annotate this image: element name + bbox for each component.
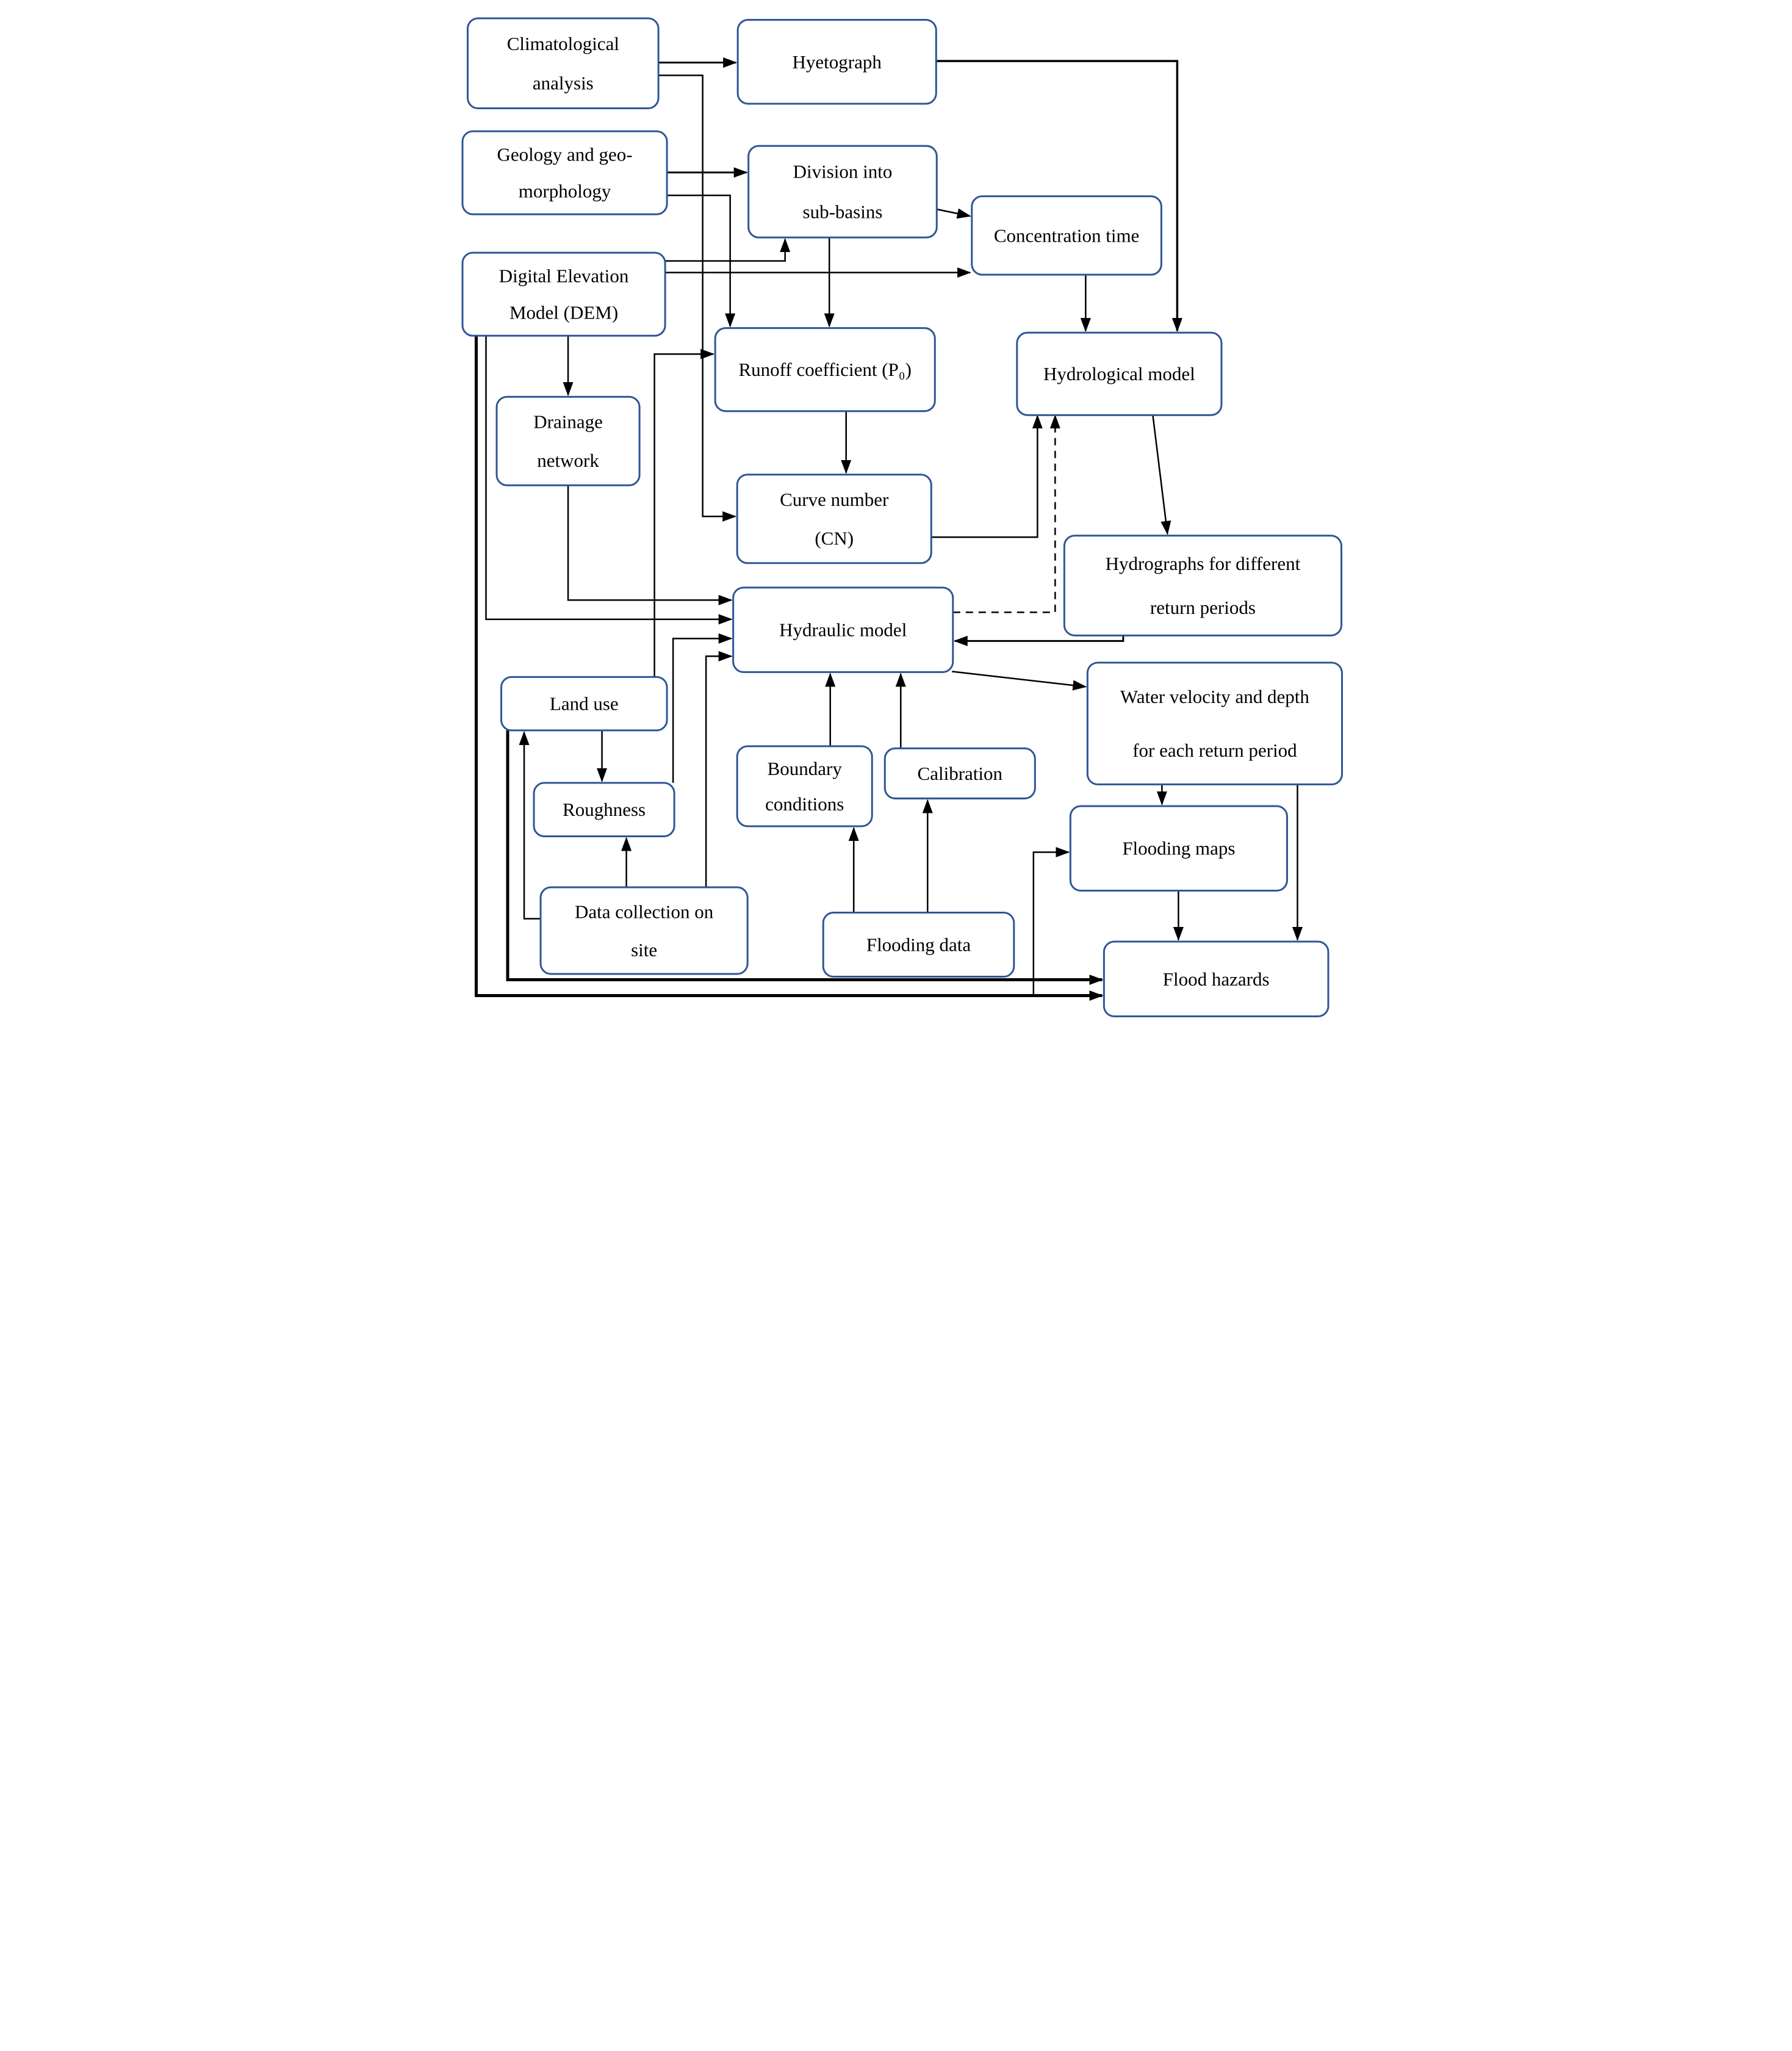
- water-velocity-depth-label-line-0: Water velocity and depth: [1120, 686, 1309, 707]
- water-velocity-depth-label-line-1: for each return period: [1132, 740, 1297, 761]
- hydrographs-label-line-0: Hydrographs for different: [1106, 553, 1301, 574]
- node-hydrological-model: Hydrological model: [1016, 331, 1223, 416]
- calibration-label-line-0: Calibration: [918, 763, 1003, 784]
- division-sub-basins-box: [747, 145, 938, 239]
- hydrographs-label-line-1: return periods: [1150, 597, 1256, 618]
- water-velocity-depth-box: [1086, 661, 1343, 785]
- node-water-velocity-depth: Water velocity and depth for each return …: [1086, 661, 1343, 785]
- concentration-time-box: [971, 195, 1162, 276]
- roughness-box: [533, 782, 675, 837]
- hydrographs-box: [1063, 535, 1342, 636]
- edge-hydraulic-to-hydrological-feedback: [952, 414, 1060, 613]
- edge-datacollection-to-landuse: [519, 730, 541, 920]
- land-use-label-line-0: Land use: [550, 693, 619, 715]
- geology-geomorphology-label-line-0: Geology and geo-: [497, 144, 633, 165]
- edge-landuse-to-runoff: [653, 348, 715, 677]
- edge-climatological-to-curve-number: [658, 74, 737, 522]
- edge-hydrological-to-hydrographs: [1152, 415, 1171, 535]
- flood-hazards-box: [1103, 940, 1330, 1018]
- node-hydraulic-model: Hydraulic model: [732, 586, 954, 673]
- node-division-sub-basins: Division into sub-basins: [747, 145, 938, 239]
- curve-number-label-line-1: (CN): [815, 528, 854, 549]
- roughness-label-line-0: Roughness: [563, 799, 646, 820]
- node-hyetograph: Hyetograph: [736, 19, 937, 105]
- edges-layer: [475, 57, 1303, 1001]
- climatological-analysis-box: [467, 17, 660, 110]
- node-land-use: Land use: [500, 676, 668, 732]
- node-flooding-maps: Flooding maps: [1069, 805, 1288, 892]
- node-drainage-network: Drainage network: [495, 395, 641, 486]
- boundary-conditions-box: [736, 745, 873, 827]
- hydrological-model-box: [1016, 331, 1223, 416]
- runoff-coefficient-box: [714, 327, 936, 413]
- edge-curve-to-hydrological: [931, 414, 1043, 538]
- hydrological-model-label-line-0: Hydrological model: [1043, 363, 1195, 384]
- drainage-network-box: [495, 395, 641, 486]
- division-sub-basins-label-line-1: sub-basins: [803, 201, 883, 223]
- node-runoff-coefficient: Runoff coefficient (P₀): [714, 327, 936, 413]
- curve-number-label-line-0: Curve number: [780, 489, 889, 510]
- division-sub-basins-label-line-0: Division into: [793, 161, 893, 182]
- edge-dem-to-division: [665, 238, 791, 262]
- edge-dem-to-hydraulic: [485, 336, 733, 625]
- boundary-conditions-label-line-1: conditions: [765, 793, 844, 815]
- node-flooding-data: Flooding data: [822, 911, 1015, 978]
- hydraulic-model-label-line-0: Hydraulic model: [779, 619, 907, 641]
- nodes-layer: Climatological analysis HyetographGeology …: [461, 17, 1343, 1018]
- land-use-box: [500, 676, 668, 732]
- edge-datacollection-to-hydraulic: [705, 651, 733, 887]
- hyetograph-box: [736, 19, 937, 105]
- digital-elevation-model-label-line-1: Model (DEM): [509, 302, 618, 323]
- node-flood-hazards: Flood hazards: [1103, 940, 1330, 1018]
- flooding-maps-label-line-0: Flooding maps: [1122, 838, 1235, 859]
- flood-hazards-label-line-0: Flood hazards: [1163, 968, 1270, 990]
- climatological-analysis-label-line-1: analysis: [533, 73, 594, 94]
- drainage-network-label-line-1: network: [537, 450, 599, 471]
- data-collection-on-site-label-line-0: Data collection on: [575, 901, 714, 922]
- node-hydrographs: Hydrographs for different return periods: [1063, 535, 1342, 636]
- edge-dem-to-floodhazards: [475, 336, 1104, 1001]
- flood-methodology-flowchart: Climatological analysis HyetographGeology …: [448, 0, 1344, 1026]
- hydraulic-model-box: [732, 586, 954, 673]
- digital-elevation-model-label-line-0: Digital Elevation: [499, 265, 629, 287]
- climatological-analysis-label-line-0: Climatological: [507, 33, 619, 54]
- node-curve-number: Curve number (CN): [736, 474, 932, 564]
- drainage-network-label-line-0: Drainage: [533, 411, 603, 432]
- data-collection-on-site-box: [539, 886, 749, 975]
- geology-geomorphology-label-line-1: morphology: [519, 181, 611, 202]
- node-boundary-conditions: Boundary conditions: [736, 745, 873, 827]
- node-data-collection-on-site: Data collection on site: [539, 886, 749, 975]
- edge-hydraulic-to-water-velocity: [952, 671, 1087, 691]
- node-roughness: Roughness: [533, 782, 675, 837]
- edge-geology-to-runoff: [667, 194, 736, 328]
- runoff-coefficient-label-line-0: Runoff coefficient (P₀): [739, 359, 912, 380]
- digital-elevation-model-box: [461, 251, 666, 337]
- node-calibration: Calibration: [883, 747, 1036, 799]
- node-geology-geomorphology: Geology and geo-morphology: [461, 130, 668, 215]
- node-climatological-analysis: Climatological analysis: [467, 17, 660, 110]
- edge-hyetograph-to-hydrological: [936, 60, 1182, 333]
- concentration-time-label-line-0: Concentration time: [994, 225, 1139, 246]
- hyetograph-label-line-0: Hyetograph: [793, 51, 882, 73]
- edge-drainage-to-hydraulic: [567, 485, 733, 605]
- edge-roughness-to-hydraulic: [672, 633, 733, 783]
- flooding-data-label-line-0: Flooding data: [866, 934, 971, 956]
- curve-number-box: [736, 474, 932, 564]
- flooding-data-box: [822, 911, 1015, 978]
- edge-landuse-to-floodhazards: [506, 730, 1104, 986]
- boundary-conditions-label-line-0: Boundary: [768, 758, 843, 779]
- node-concentration-time: Concentration time: [971, 195, 1162, 276]
- edge-hydrographs-to-hydraulic: [953, 635, 1124, 646]
- calibration-box: [883, 747, 1036, 799]
- edge-division-to-concentration: [937, 208, 971, 219]
- geology-geomorphology-box: [461, 130, 668, 215]
- flooding-maps-box: [1069, 805, 1288, 892]
- data-collection-on-site-label-line-1: site: [631, 939, 657, 961]
- edge-bottomline-to-floodingmaps: [1032, 846, 1070, 996]
